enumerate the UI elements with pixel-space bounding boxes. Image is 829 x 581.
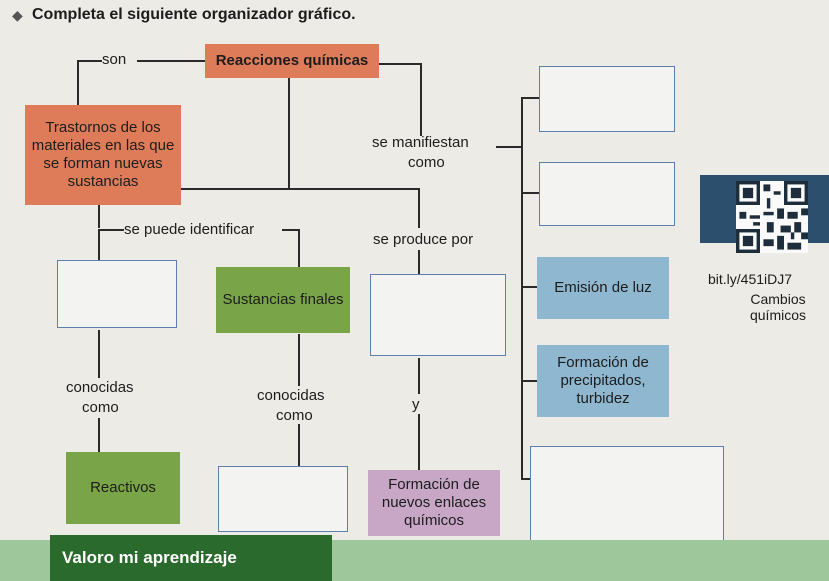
final-substances-node: Sustancias finales	[216, 267, 350, 333]
connector-line	[98, 188, 100, 228]
connector-line	[418, 250, 420, 274]
connector-line	[98, 330, 100, 378]
reactants-node: Reactivos	[66, 452, 180, 524]
connector-line	[418, 358, 420, 394]
qr-code-icon[interactable]	[736, 181, 808, 253]
definition-node: Trastornos de los materiales en las que …	[25, 105, 181, 205]
bullet-icon: ◆	[12, 7, 23, 23]
connector-line	[418, 414, 420, 470]
connector-line	[98, 229, 124, 231]
new-bonds-node: Formación de nuevos enlaces químicos	[368, 470, 500, 536]
connector-conocidas: conocidas	[66, 379, 134, 396]
connector-line	[98, 418, 100, 452]
connector-line	[521, 97, 523, 479]
connector-line	[521, 478, 530, 480]
connector-line	[77, 60, 102, 62]
connector-line	[521, 97, 539, 99]
blank-answer-box[interactable]	[539, 162, 675, 226]
connector-line	[420, 63, 422, 136]
connector-line	[521, 286, 537, 288]
blank-answer-box[interactable]	[218, 466, 348, 532]
resource-caption: Cambios químicos	[749, 291, 807, 323]
blank-answer-box[interactable]	[530, 446, 724, 548]
connector-se-produce-por: se produce por	[373, 231, 474, 248]
connector-y: y	[412, 396, 420, 413]
connector-line	[378, 63, 420, 65]
connector-line	[98, 230, 100, 260]
blank-answer-box[interactable]	[370, 274, 506, 356]
section-title: Valoro mi aprendizaje	[50, 535, 332, 581]
connector-line	[77, 60, 79, 105]
connector-line	[521, 192, 539, 194]
connector-se-manifiestan: se manifiestan	[372, 134, 469, 151]
connector-como: como	[408, 154, 445, 171]
connector-como: como	[82, 399, 119, 416]
connector-conocidas: conocidas	[257, 387, 325, 404]
blank-answer-box[interactable]	[539, 66, 675, 132]
connector-line	[282, 229, 299, 231]
connector-son: son	[102, 51, 127, 68]
blank-answer-box[interactable]	[57, 260, 177, 328]
resource-link[interactable]: bit.ly/451iDJ7	[708, 271, 793, 287]
root-node: Reacciones químicas	[205, 44, 379, 78]
connector-line	[98, 188, 418, 190]
precipitates-node: Formación de precipitados, turbidez	[537, 345, 669, 417]
connector-line	[298, 229, 300, 267]
connector-se-puede-identificar: se puede identificar	[124, 221, 255, 238]
connector-line	[298, 334, 300, 386]
connector-line	[496, 146, 522, 148]
connector-line	[137, 60, 207, 62]
light-emission-node: Emisión de luz	[537, 257, 669, 319]
connector-line	[521, 380, 537, 382]
instruction-title: Completa el siguiente organizador gráfic…	[32, 6, 356, 23]
connector-line	[418, 188, 420, 228]
connector-como: como	[276, 407, 313, 424]
connector-line	[298, 424, 300, 466]
connector-line	[288, 78, 290, 188]
